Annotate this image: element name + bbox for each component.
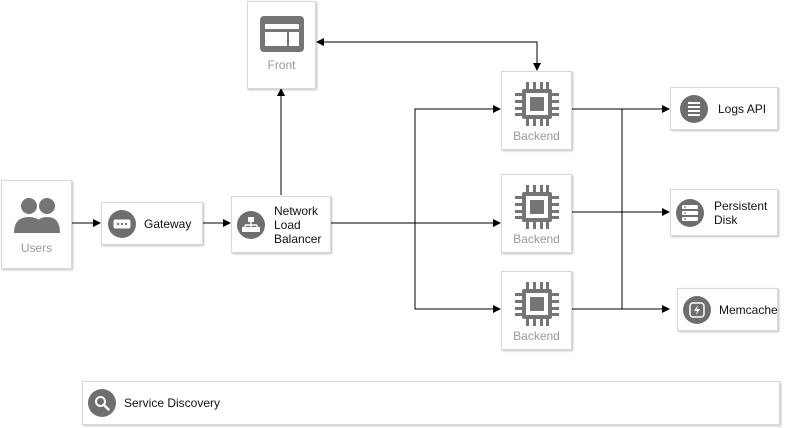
service-discovery-label: Service Discovery <box>124 396 221 410</box>
memcache-node[interactable]: Memcache <box>677 288 778 331</box>
backend-node-1[interactable]: Backend <box>501 71 572 150</box>
disk-label: Persistent Disk <box>714 198 768 227</box>
edge-backend1-memcache <box>572 108 623 309</box>
front-window-icon <box>259 16 304 52</box>
logs-api-node[interactable]: Logs API <box>670 87 778 130</box>
users-label: Users <box>20 241 53 255</box>
edge-front-backend1 <box>316 38 541 71</box>
backend-label-2: Backend <box>513 232 560 246</box>
cpu-chip-icon <box>514 185 559 229</box>
gateway-node[interactable]: Gateway <box>101 202 203 245</box>
backend-label-1: Backend <box>513 129 560 143</box>
search-icon <box>88 389 116 417</box>
nlb-node[interactable]: Network Load Balancer <box>231 196 331 253</box>
logs-label: Logs API <box>718 101 767 116</box>
cpu-chip-icon <box>514 82 559 126</box>
memcache-label: Memcache <box>719 302 778 317</box>
logs-icon <box>680 94 708 123</box>
persistent-disk-node[interactable]: Persistent Disk <box>670 189 778 236</box>
front-label: Front <box>267 58 296 72</box>
cpu-chip-icon <box>514 282 559 326</box>
gateway-icon <box>108 209 136 238</box>
service-discovery-node[interactable]: Service Discovery <box>82 381 780 425</box>
users-node[interactable]: Users <box>1 180 72 269</box>
disk-icon <box>676 198 704 227</box>
backend-label-3: Backend <box>513 329 560 343</box>
edge-nlb-backend3 <box>330 222 501 313</box>
users-icon <box>13 198 60 233</box>
edge-nlb-backend1 <box>330 105 501 224</box>
backend-node-2[interactable]: Backend <box>501 174 572 253</box>
gateway-label: Gateway <box>144 216 192 231</box>
load-balancer-icon <box>237 210 265 239</box>
backend-node-3[interactable]: Backend <box>501 271 572 350</box>
memcache-icon <box>683 295 711 324</box>
nlb-label: Network Load Balancer <box>274 203 322 246</box>
front-node[interactable]: Front <box>247 1 316 89</box>
